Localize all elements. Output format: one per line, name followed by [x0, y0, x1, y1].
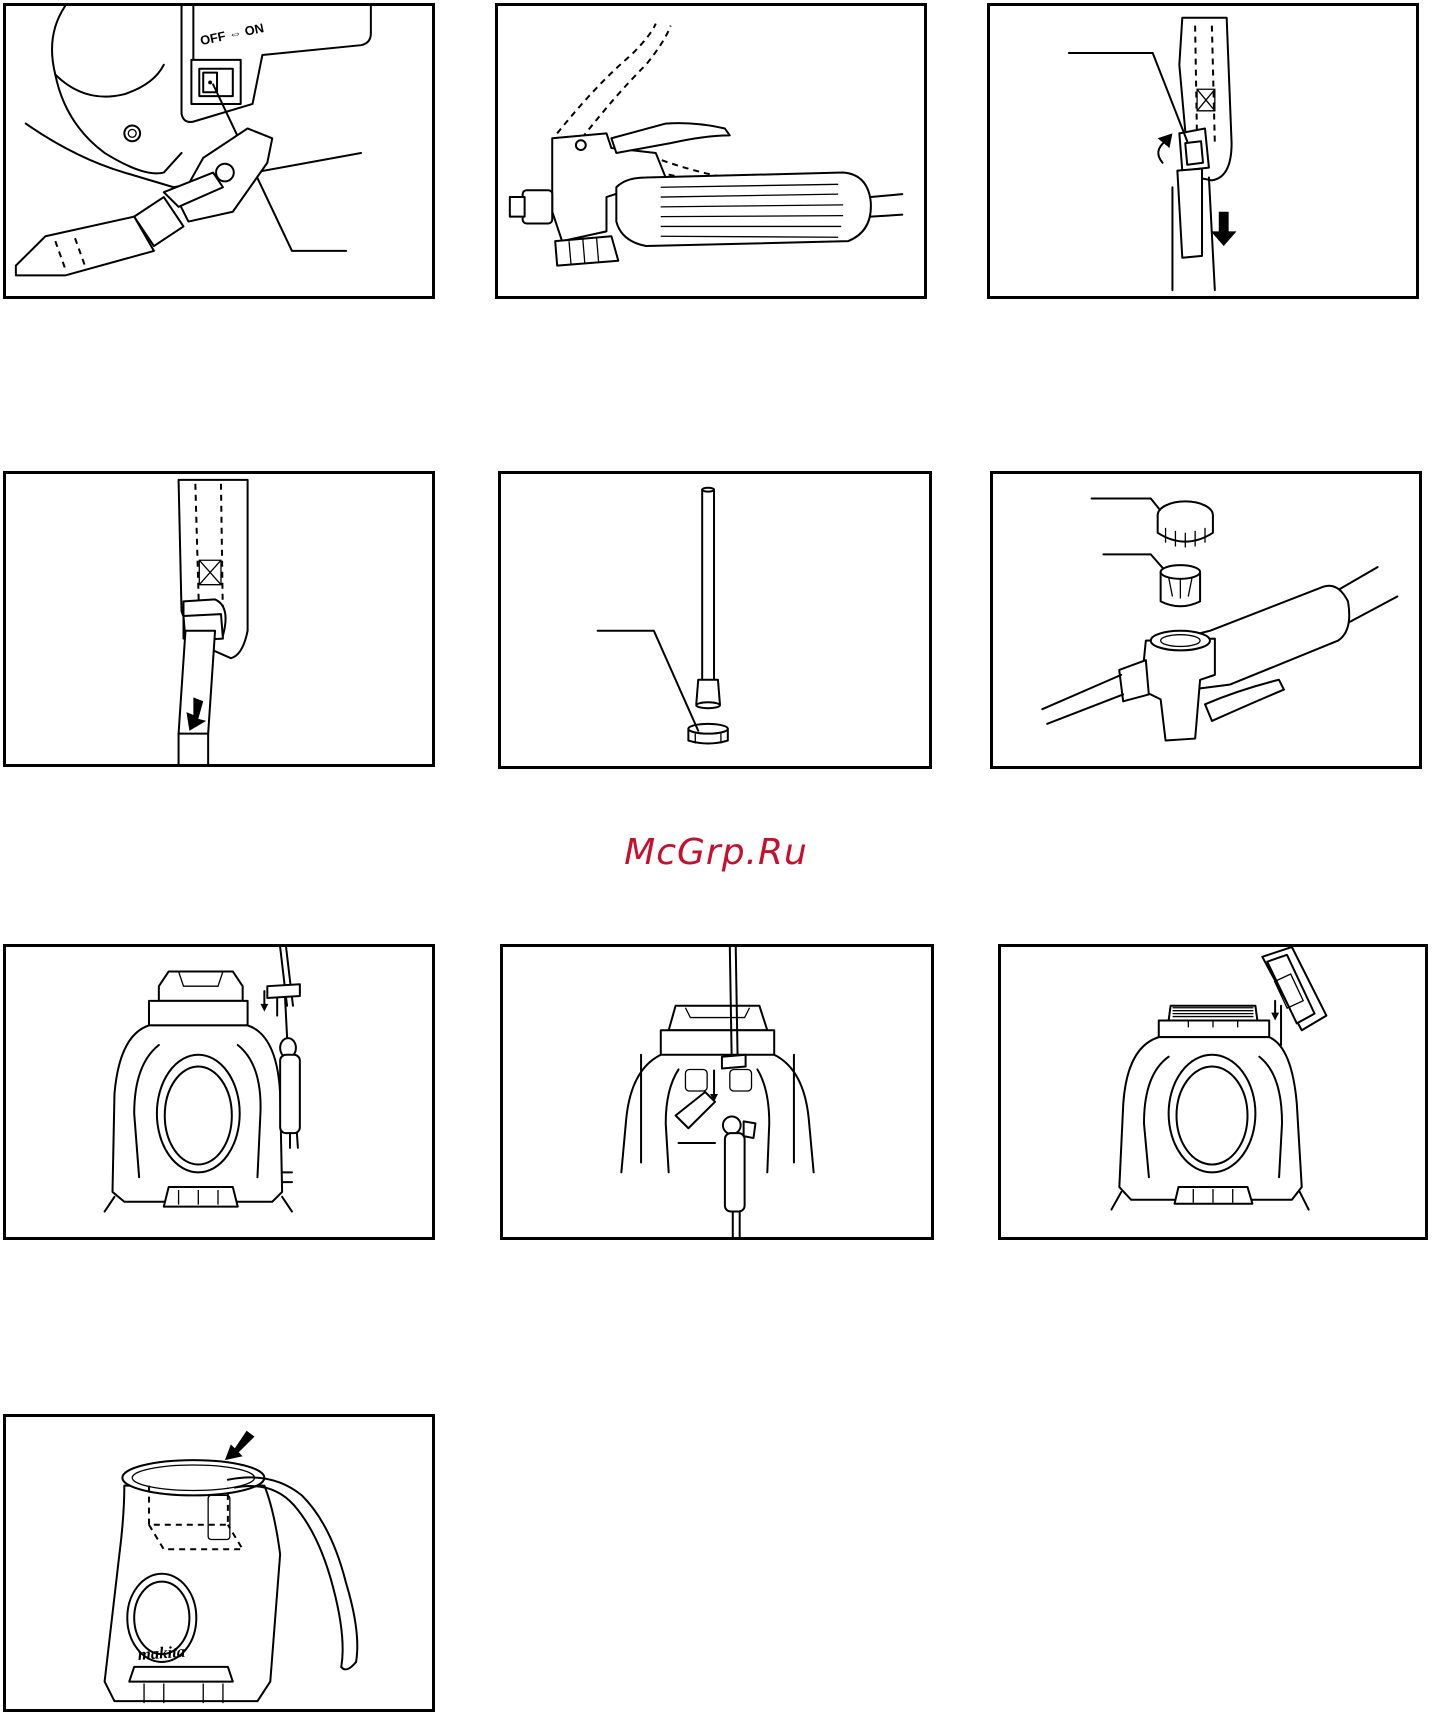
figure-5-nozzle-and-ring — [498, 471, 932, 769]
figure-7-tank-lance-holder — [3, 944, 435, 1240]
figure-8-tank-lance-clip — [500, 944, 934, 1240]
figure-1-power-switch: OFF ⇔ ON — [3, 3, 435, 299]
switch-label: OFF ⇔ ON — [199, 20, 265, 48]
figure-3-strap-buckle-pull — [987, 3, 1419, 299]
figure-9-tank-lid-removal — [998, 944, 1428, 1240]
makita-logo: makita — [137, 1642, 186, 1664]
watermark: McGrp.Ru — [0, 832, 1432, 873]
figure-6-strainer-assembly — [990, 471, 1422, 769]
figure-10-tank-strap-attachment: makita — [3, 1414, 435, 1712]
figure-2-trigger-handle — [495, 3, 927, 299]
figure-4-strap-tighten — [3, 471, 435, 767]
